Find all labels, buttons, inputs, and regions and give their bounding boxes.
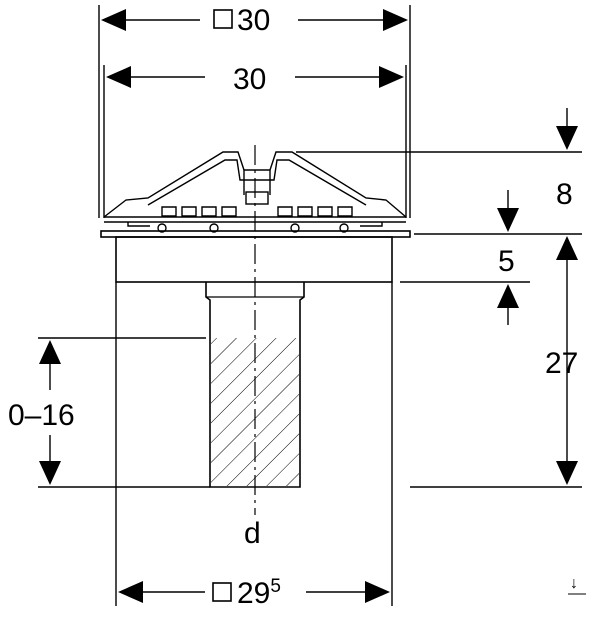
square-symbol-icon bbox=[212, 582, 232, 602]
corner-mark: ↓ bbox=[570, 575, 578, 592]
dimension-left bbox=[38, 337, 210, 488]
dimension-bottom-value: 295 bbox=[237, 576, 281, 610]
arrowhead-right bbox=[365, 581, 390, 603]
dimension-adjust-range-value: 0–16 bbox=[8, 399, 75, 432]
dimension-top-inner-value: 30 bbox=[233, 63, 266, 96]
arrowhead-right bbox=[383, 9, 408, 31]
dimension-right bbox=[296, 108, 582, 488]
arrowhead-down bbox=[556, 126, 578, 150]
dimension-bottom bbox=[115, 282, 393, 606]
dimension-total-height-value: 27 bbox=[545, 347, 578, 380]
square-symbol-icon bbox=[213, 9, 233, 29]
arrowhead-down bbox=[39, 461, 61, 485]
arrowhead-right bbox=[379, 66, 404, 88]
arrowhead-up bbox=[497, 284, 519, 308]
arrowhead-up bbox=[39, 340, 61, 364]
arrowhead-left bbox=[106, 66, 131, 88]
arrowhead-down bbox=[497, 208, 519, 232]
arrowhead-left bbox=[118, 581, 143, 603]
arrowhead-down bbox=[556, 461, 578, 485]
arrowhead-up bbox=[556, 236, 578, 260]
dimension-flange-height-value: 5 bbox=[498, 245, 515, 278]
pipe-diameter-label: d bbox=[244, 517, 261, 550]
arrowhead-left bbox=[101, 9, 126, 31]
dimension-cap-height-value: 8 bbox=[556, 178, 573, 211]
dimension-top-outer-value: 30 bbox=[237, 4, 270, 37]
